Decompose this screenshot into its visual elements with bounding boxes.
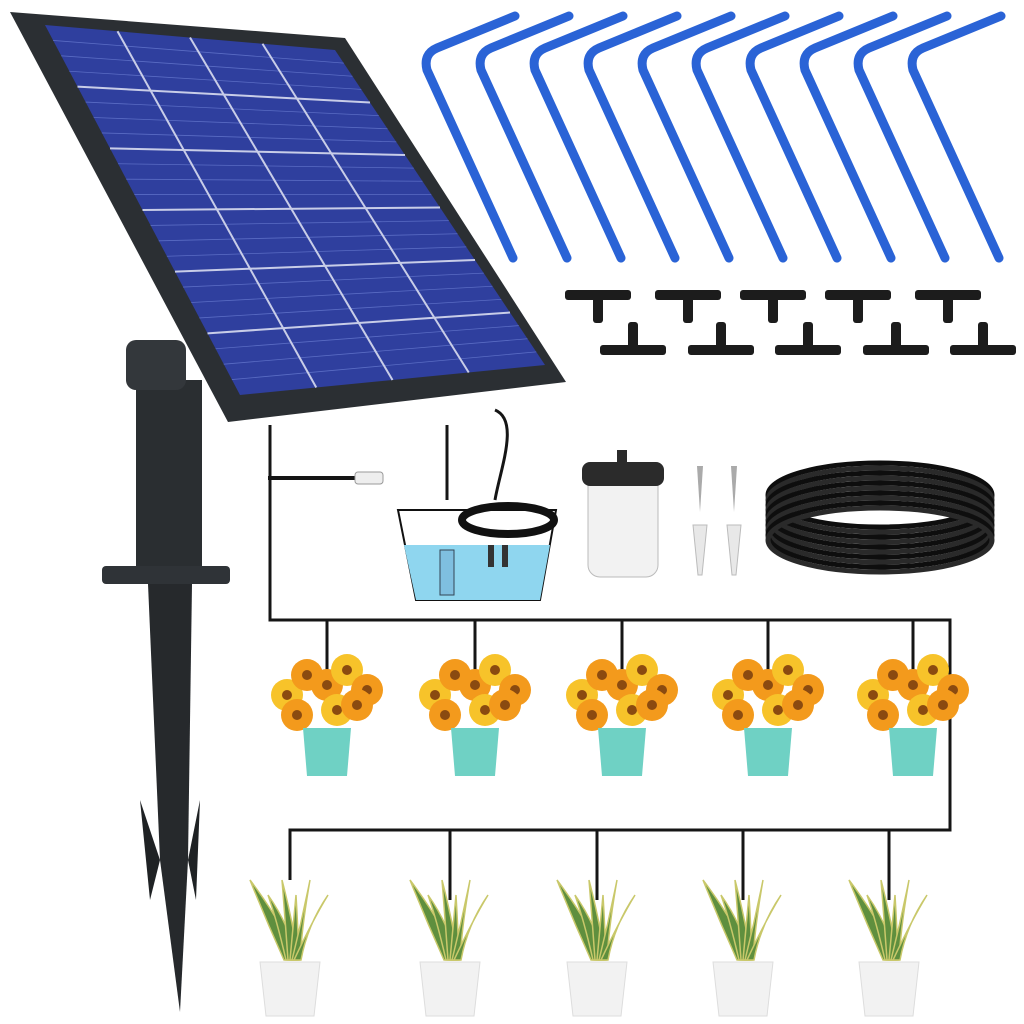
tee-connector bbox=[825, 290, 891, 323]
tee-connector bbox=[775, 322, 841, 355]
filter-canister bbox=[582, 450, 664, 578]
snake-plant bbox=[702, 879, 782, 1017]
dripper-stake bbox=[799, 11, 898, 263]
dripper-stake bbox=[745, 11, 844, 263]
dripper-stake bbox=[421, 11, 520, 263]
dripper-stake bbox=[907, 11, 1006, 263]
tee-connector bbox=[688, 322, 754, 355]
solar-panel bbox=[10, 12, 566, 422]
flower-pot bbox=[857, 654, 969, 776]
tee-connectors bbox=[565, 290, 1016, 355]
snake-plants bbox=[249, 879, 928, 1017]
pump-in-bucket bbox=[396, 408, 558, 601]
dripper-stake bbox=[583, 11, 682, 263]
flower-pot bbox=[712, 654, 824, 776]
valve-connector bbox=[268, 471, 384, 485]
snake-plant bbox=[409, 879, 489, 1017]
dripper-stake bbox=[637, 11, 736, 263]
tee-connector bbox=[600, 322, 666, 355]
tee-connector bbox=[915, 290, 981, 323]
flower-pot bbox=[566, 654, 678, 776]
snake-plant bbox=[249, 879, 329, 1017]
pivot-knob bbox=[126, 340, 186, 390]
snake-plant bbox=[556, 879, 636, 1017]
ground-stake bbox=[102, 340, 230, 1012]
dripper-stake bbox=[853, 11, 952, 263]
dripper-stake bbox=[475, 11, 574, 263]
dripper-stake bbox=[691, 11, 790, 263]
snake-plant bbox=[848, 879, 928, 1017]
dripper-stakes bbox=[421, 11, 1006, 263]
flower-pot bbox=[271, 654, 383, 776]
tubing-coil bbox=[765, 460, 995, 575]
tee-connector bbox=[655, 290, 721, 323]
flower-pot bbox=[419, 654, 531, 776]
tee-connector bbox=[565, 290, 631, 323]
tee-connector bbox=[740, 290, 806, 323]
tee-connector bbox=[950, 322, 1016, 355]
screws-and-anchors bbox=[692, 466, 742, 576]
dripper-stake bbox=[529, 11, 628, 263]
main-tube bbox=[268, 425, 952, 880]
tee-connector bbox=[863, 322, 929, 355]
flower-pots bbox=[271, 654, 969, 776]
